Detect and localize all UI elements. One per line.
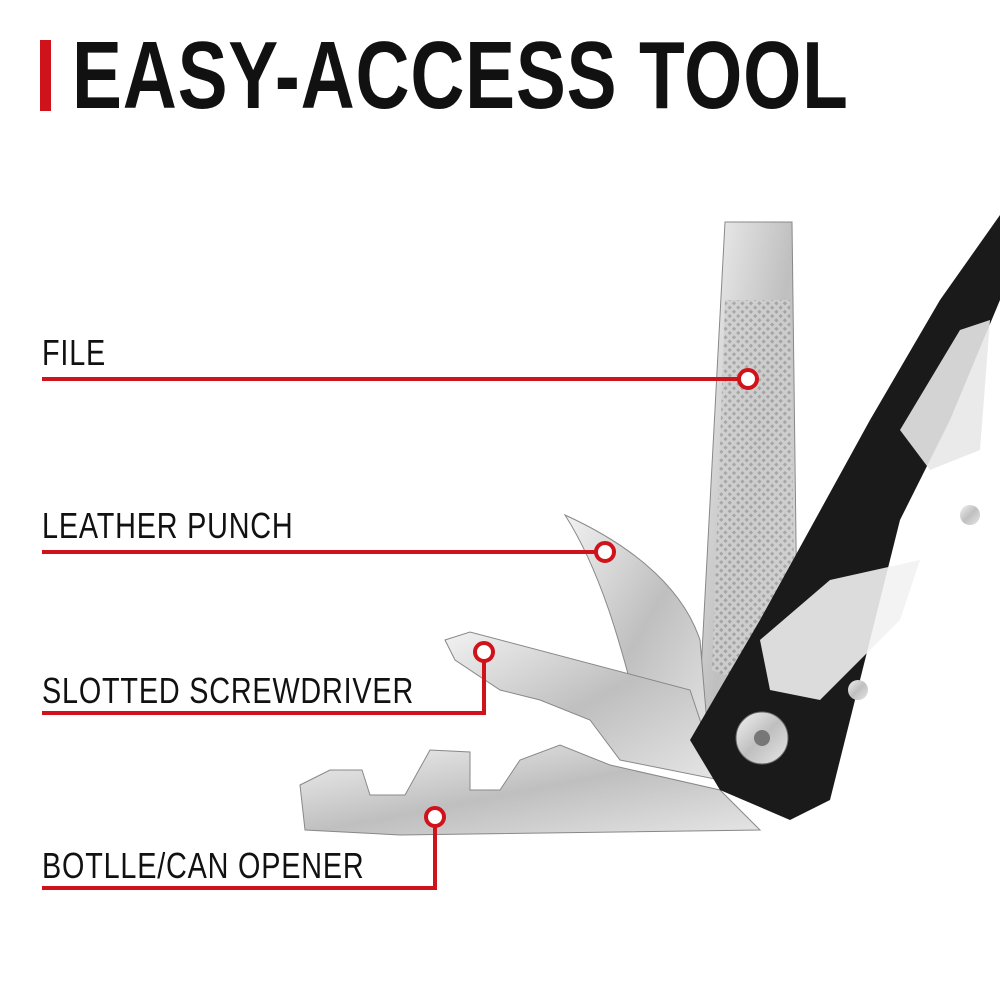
handle-cutout xyxy=(760,560,920,700)
callout-label-slotted-screwdriver: SLOTTED SCREWDRIVER xyxy=(42,670,415,711)
rivet xyxy=(848,680,868,700)
callout-label-file: FILE xyxy=(42,332,107,373)
callout-lines xyxy=(42,368,759,890)
callout-marker-bottle-opener xyxy=(424,806,446,828)
callout-marker-file xyxy=(737,368,759,390)
title-accent-bar xyxy=(40,40,51,111)
callout-marker-leather-punch xyxy=(594,541,616,563)
handle-cutout xyxy=(900,320,990,470)
callout-line-bottle-opener xyxy=(42,826,437,890)
bottle-opener-blade xyxy=(299,744,762,836)
screwdriver-blade xyxy=(444,631,721,781)
callout-label-bottle-opener: BOTLLE/CAN OPENER xyxy=(42,845,365,886)
callout-marker-screwdriver xyxy=(473,641,495,663)
callout-line-screwdriver xyxy=(42,661,486,715)
callout-label-leather-punch: LEATHER PUNCH xyxy=(42,505,294,546)
page-title: EASY-ACCESS TOOL xyxy=(72,22,849,129)
rivet xyxy=(960,505,980,525)
file-knurl xyxy=(712,300,795,690)
